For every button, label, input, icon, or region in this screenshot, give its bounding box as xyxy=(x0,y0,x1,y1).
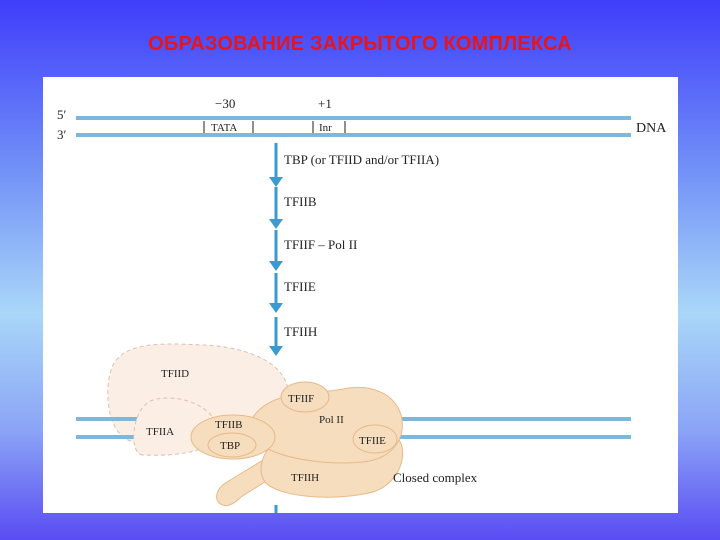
pol2-label: Pol II xyxy=(319,414,344,426)
transcription-diagram: 5′ 3′ DNA −30 +1 TATA Inr TBP (or TFIID … xyxy=(57,96,667,513)
tfiid-label: TFIID xyxy=(161,368,189,380)
closed-complex-caption: Closed complex xyxy=(393,470,478,485)
tfiia-label: TFIIA xyxy=(146,426,174,438)
strand-3-label: 3′ xyxy=(57,127,67,142)
dna-strand-bottom xyxy=(76,133,631,137)
tfiie-label: TFIIE xyxy=(359,435,386,447)
step-arrowhead-1 xyxy=(269,177,283,187)
figure-panel: 5′ 3′ DNA −30 +1 TATA Inr TBP (or TFIID … xyxy=(43,77,678,513)
step-label-tfiie: TFIIE xyxy=(284,279,316,294)
tfiie-shape xyxy=(352,424,398,454)
position-plus1: +1 xyxy=(318,96,332,111)
step-arrows xyxy=(269,143,283,513)
tfiih-label: TFIIH xyxy=(291,472,319,484)
step-arrowhead-4 xyxy=(269,303,283,313)
tbp-shape xyxy=(207,432,257,458)
tbp-label: TBP xyxy=(220,440,240,452)
step-arrowhead-5 xyxy=(269,346,283,356)
strand-5-label: 5′ xyxy=(57,107,67,122)
step-arrowhead-2 xyxy=(269,219,283,229)
position-minus30: −30 xyxy=(215,96,235,111)
step-label-tfiih: TFIIH xyxy=(284,324,317,339)
tata-box-label: TATA xyxy=(211,122,237,134)
tfiif-shape xyxy=(280,381,330,413)
tfiib-label: TFIIB xyxy=(215,419,243,431)
step-arrowhead-3 xyxy=(269,261,283,271)
step-label-tbp: TBP (or TFIID and/or TFIIA) xyxy=(284,152,439,167)
step-label-tfiif-pol2: TFIIF – Pol II xyxy=(284,237,357,252)
dna-strand-top xyxy=(76,116,631,120)
tfiif-label: TFIIF xyxy=(288,393,314,405)
slide-title: ОБРАЗОВАНИЕ ЗАКРЫТОГО КОМПЛЕКСА xyxy=(148,33,572,55)
inr-box-label: Inr xyxy=(319,122,332,134)
step-label-tfiib: TFIIB xyxy=(284,194,317,209)
dna-label: DNA xyxy=(636,121,667,136)
